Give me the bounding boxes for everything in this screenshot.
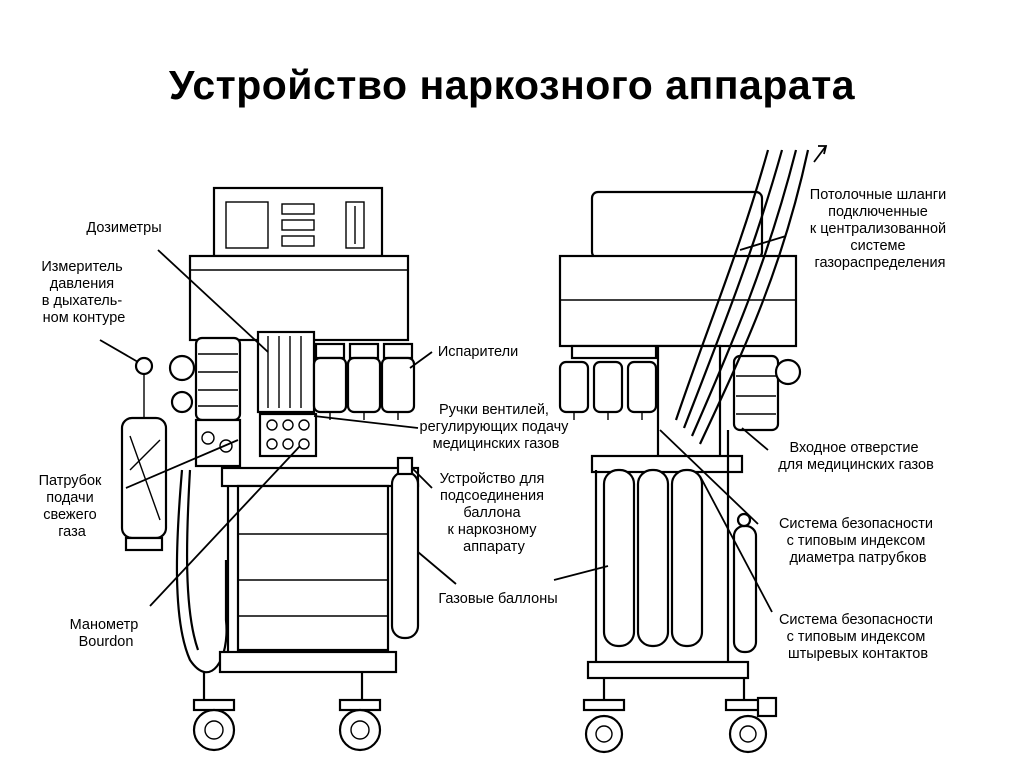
monitor-unit: [212, 186, 384, 258]
gauge-upper: [168, 354, 196, 382]
right-wheel-right: [728, 714, 768, 754]
wheel-left: [192, 708, 236, 752]
label-dosimeters: Дозиметры: [86, 220, 161, 236]
left-machine: [120, 186, 420, 752]
drawer-cabinet: [236, 484, 390, 652]
label-valve-knobs: Ручки вентилей, регулирующих подачу меди…: [420, 402, 573, 452]
ceiling-hose-1: [674, 149, 770, 421]
flowmeter-block: [256, 330, 316, 414]
page-title: Устройство наркозного аппарата: [168, 62, 856, 108]
right-canister: [732, 354, 780, 432]
base-frame: [218, 650, 398, 674]
ceiling-arrow: [813, 145, 827, 163]
side-cylinder: [390, 470, 420, 640]
label-gas-inlet: Входное отверстие для медицинских газов: [778, 440, 934, 473]
label-diss: Система безопасности с типовым индексом …: [779, 516, 937, 566]
left-vaporizers: [312, 342, 416, 420]
right-wheel-left: [584, 714, 624, 754]
circuit-pressure-gauge: [134, 356, 154, 376]
label-ceiling-hoses: Потолочные шланги подключенные к централ…: [810, 187, 950, 271]
center-column: [656, 344, 722, 468]
absorber-canister: [194, 336, 242, 422]
cylinder-1: [602, 468, 636, 648]
label-cylinder-yoke: Устройство для подсоединения баллона к н…: [440, 471, 549, 555]
label-bourdon: Манометр Bourdon: [70, 617, 143, 650]
cylinder-manifold: [590, 454, 744, 474]
right-upper-housing: [558, 254, 798, 348]
valve-area: [194, 418, 242, 468]
label-vaporizers: Испарители: [438, 344, 518, 360]
monitor-screen: [225, 201, 269, 249]
work-surface: [220, 466, 420, 488]
label-pressure-gauge: Измеритель давления в дыхатель- ном конт…: [41, 259, 126, 326]
cylinder-2: [636, 468, 670, 648]
leader-lines: [99, 235, 787, 613]
wheel-right: [338, 708, 382, 752]
label-pin-index: Система безопасности с типовым индексом …: [779, 612, 937, 662]
breathing-hose: [175, 469, 228, 674]
label-fresh-gas-outlet: Патрубок подачи свежего газа: [39, 473, 106, 540]
right-machine: [558, 145, 828, 754]
cylinder-3: [670, 468, 704, 648]
gauge-lower: [170, 390, 194, 414]
upper-housing: [188, 254, 410, 342]
label-gas-cylinders: Газовые баллоны: [438, 591, 557, 607]
